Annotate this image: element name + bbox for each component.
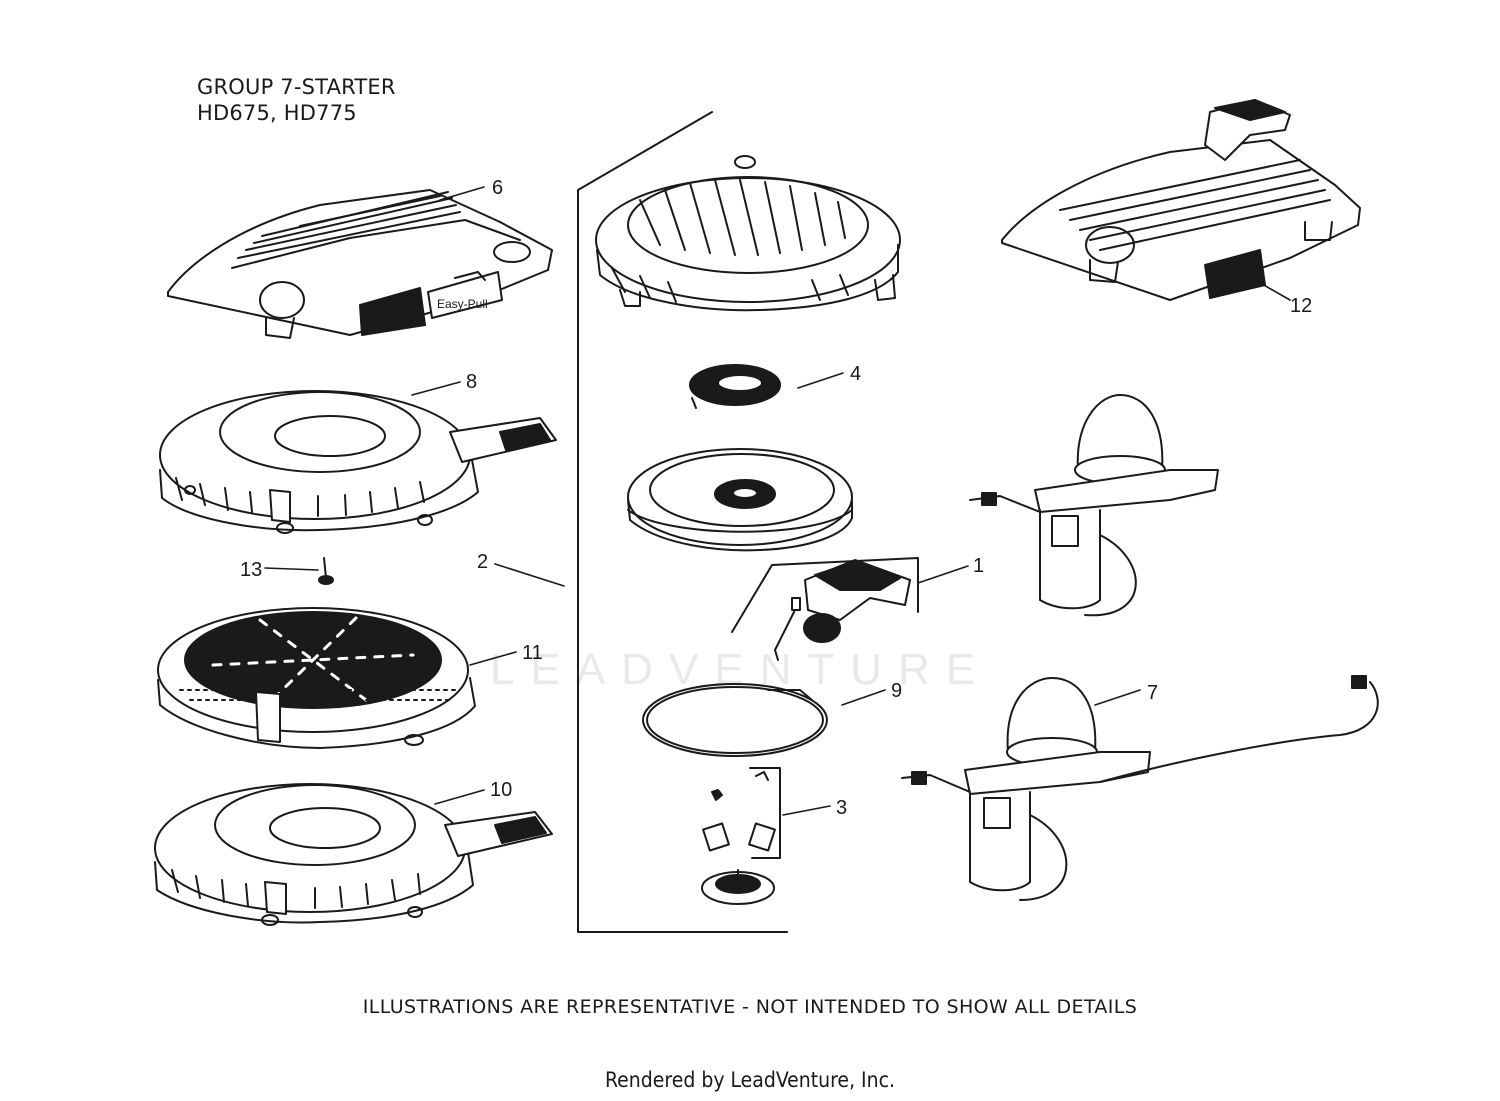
callout-1: 1 bbox=[973, 555, 984, 577]
callout-2: 2 bbox=[477, 551, 488, 573]
callout-12: 12 bbox=[1290, 295, 1312, 317]
starter-housing[interactable] bbox=[595, 155, 901, 312]
model-list: HD675, HD775 bbox=[197, 101, 357, 125]
callout-3: 3 bbox=[836, 797, 847, 819]
callout-9: 9 bbox=[891, 680, 902, 702]
part-9-starter-rope[interactable] bbox=[642, 683, 828, 757]
callout-6: 6 bbox=[492, 177, 503, 199]
leader-lines bbox=[264, 186, 1291, 816]
part-8-recoil-starter[interactable] bbox=[159, 390, 557, 534]
callout-10: 10 bbox=[490, 779, 512, 801]
callout-13: 13 bbox=[240, 559, 262, 581]
group-title: GROUP 7-STARTER bbox=[197, 75, 396, 99]
easy-pull-label: Easy-Pull bbox=[437, 297, 488, 311]
part-1-starter-handle[interactable] bbox=[731, 557, 919, 661]
part-10-recoil-starter[interactable] bbox=[154, 783, 553, 926]
electric-starter-motor[interactable] bbox=[969, 394, 1219, 617]
part-13-screw[interactable] bbox=[318, 557, 334, 585]
part-6-blower-cover[interactable]: Easy-Pull bbox=[167, 189, 553, 339]
assembly-bracket bbox=[577, 111, 788, 933]
watermark-text: LEADVENTURE bbox=[490, 645, 992, 694]
rendered-by-credit: Rendered by LeadVenture, Inc. bbox=[605, 1068, 895, 1092]
part-12-blower-cover-handle[interactable] bbox=[1001, 99, 1361, 301]
part-11-starter-screen[interactable] bbox=[157, 607, 476, 749]
diagram-title: GROUP 7-STARTER HD675, HD775 bbox=[197, 74, 396, 126]
disclaimer-text: ILLUSTRATIONS ARE REPRESENTATIVE - NOT I… bbox=[362, 996, 1138, 1018]
callout-8: 8 bbox=[466, 371, 477, 393]
callout-4: 4 bbox=[850, 363, 861, 385]
starter-ratchet[interactable] bbox=[701, 869, 775, 905]
part-7-electric-starter[interactable] bbox=[901, 675, 1379, 901]
part-3-pawl-kit[interactable] bbox=[702, 767, 781, 859]
callout-11: 11 bbox=[522, 642, 543, 664]
callout-7: 7 bbox=[1147, 682, 1158, 704]
callout-numbers: 6 8 13 2 11 10 4 1 9 3 7 12 bbox=[240, 177, 1312, 819]
part-4-recoil-spring[interactable] bbox=[689, 364, 781, 409]
starter-pulley[interactable] bbox=[627, 448, 853, 552]
